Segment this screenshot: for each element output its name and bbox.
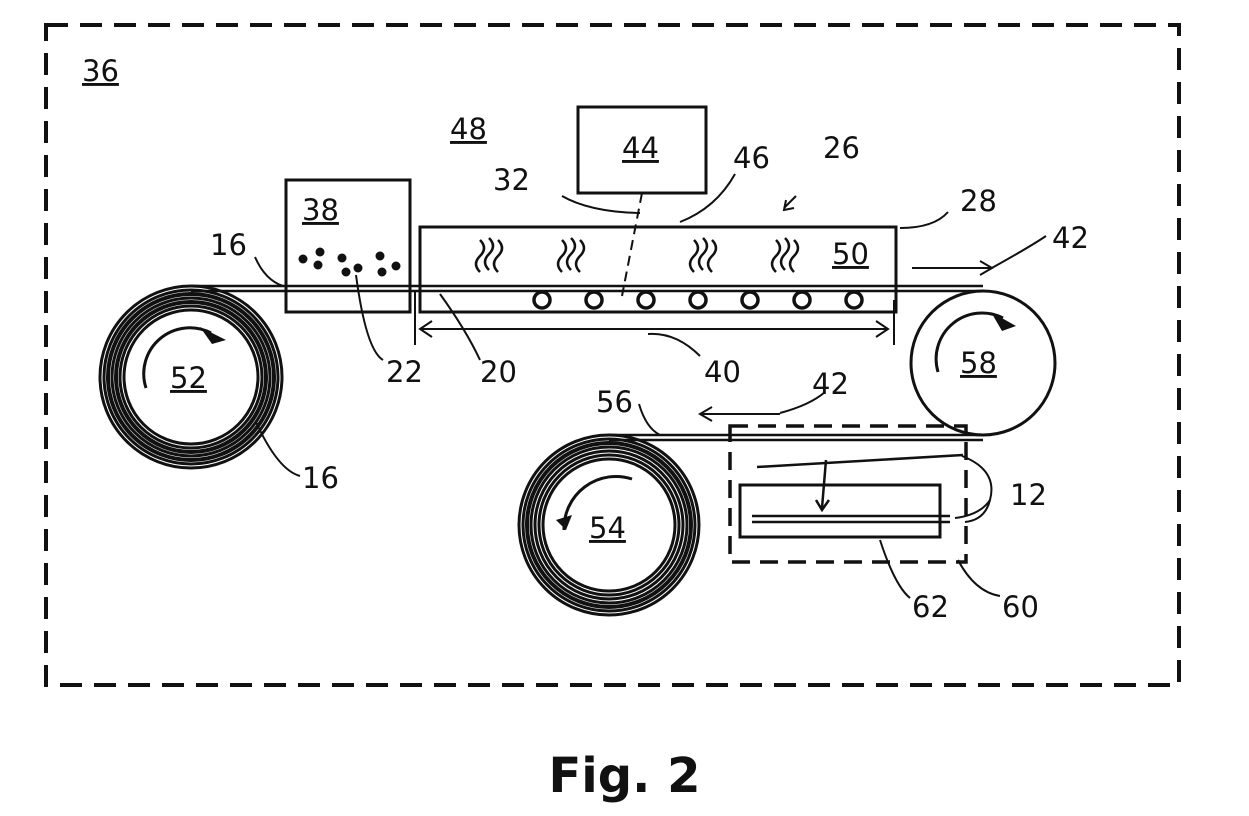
label-16-bottom: 16 xyxy=(302,461,339,495)
arrowhead-58 xyxy=(991,312,1016,331)
leader-lines xyxy=(255,174,1046,598)
arrow-42-top xyxy=(912,261,992,275)
label-50: 50 xyxy=(832,237,869,271)
sheets-12 xyxy=(752,455,963,522)
label-42-top: 42 xyxy=(1052,221,1089,255)
dashed-box-60 xyxy=(730,426,966,562)
line-46 xyxy=(622,193,642,296)
particles-22 xyxy=(299,248,401,277)
label-12: 12 xyxy=(1010,478,1047,512)
belt xyxy=(191,286,983,291)
label-26: 26 xyxy=(823,131,860,165)
arrowhead-52 xyxy=(200,327,226,344)
web-56 xyxy=(609,435,983,440)
label-46: 46 xyxy=(733,141,770,175)
heat-waves xyxy=(476,238,798,272)
box-62 xyxy=(740,485,940,537)
arrow-42-lower xyxy=(700,407,780,421)
label-48: 48 xyxy=(450,112,487,146)
label-62: 62 xyxy=(912,590,949,624)
label-44: 44 xyxy=(622,131,659,165)
label-36: 36 xyxy=(82,54,119,88)
label-56: 56 xyxy=(596,385,633,419)
rollers xyxy=(534,292,862,308)
label-20: 20 xyxy=(480,355,517,389)
label-40: 40 xyxy=(704,355,741,389)
label-32: 32 xyxy=(493,163,530,197)
label-38: 38 xyxy=(302,193,339,227)
label-28: 28 xyxy=(960,184,997,218)
label-22: 22 xyxy=(386,355,423,389)
label-54: 54 xyxy=(589,511,626,545)
outer-boundary xyxy=(46,25,1179,685)
label-58: 58 xyxy=(960,346,997,380)
label-16-top: 16 xyxy=(210,228,247,262)
figure-caption: Fig. 2 xyxy=(0,752,1249,800)
label-60: 60 xyxy=(1002,590,1039,624)
label-52: 52 xyxy=(170,361,207,395)
label-42-lower: 42 xyxy=(812,367,849,401)
